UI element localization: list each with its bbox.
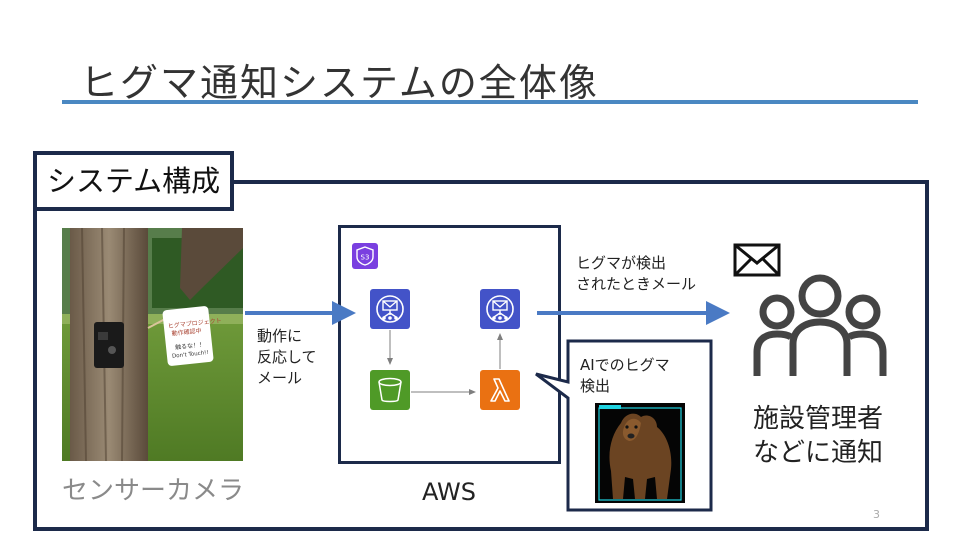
ai-callout-text: AIでのヒグマ 検出 — [580, 355, 670, 397]
camera-to-aws-line: メール — [257, 369, 303, 387]
camera-label: センサーカメラ — [61, 476, 244, 506]
sign-line-4: Don't Touch!! — [172, 350, 209, 360]
aws-to-admin-line: ヒグマが検出 — [576, 254, 667, 272]
admin-label-line: などに通知 — [752, 438, 883, 468]
s3-badge-icon: S3 — [352, 243, 378, 269]
system-frame — [33, 180, 929, 531]
camera-photo: ヒグマプロジェクト 動作確認中 触るな！！ Don't Touch!! — [62, 228, 243, 461]
bear-detection-image — [595, 403, 685, 503]
s3-bucket-icon — [370, 370, 410, 410]
title-underline — [62, 100, 918, 104]
camera-to-aws-text: 動作に 反応して メール — [257, 326, 317, 389]
badge-text: S3 — [361, 254, 370, 262]
admin-label: 施設管理者 などに通知 — [733, 402, 903, 470]
admin-label-line: 施設管理者 — [752, 404, 883, 434]
system-label: システム構成 — [33, 151, 235, 211]
sns-icon — [370, 289, 410, 329]
sign-line-3: 触るな！！ — [175, 340, 206, 351]
aws-to-admin-line: されたときメール — [576, 275, 697, 293]
group-people-icon — [753, 274, 887, 376]
camera-to-aws-line: 反応して — [257, 348, 317, 366]
aws-label: AWS — [421, 478, 477, 506]
ai-callout-line: AIでのヒグマ — [580, 356, 670, 374]
aws-to-admin-text: ヒグマが検出 されたときメール — [576, 253, 696, 295]
ai-callout-line: 検出 — [580, 377, 611, 395]
page-number: 3 — [873, 508, 880, 521]
envelope-icon — [733, 243, 781, 277]
sns-icon — [480, 289, 520, 329]
sign-line-2: 動作確認中 — [171, 327, 202, 338]
camera-to-aws-line: 動作に — [257, 327, 303, 345]
camera-photo-drawing: ヒグマプロジェクト 動作確認中 触るな！！ Don't Touch!! — [62, 228, 243, 461]
page-title: ヒグマ通知システムの全体像 — [80, 61, 599, 105]
lambda-icon — [480, 370, 520, 410]
